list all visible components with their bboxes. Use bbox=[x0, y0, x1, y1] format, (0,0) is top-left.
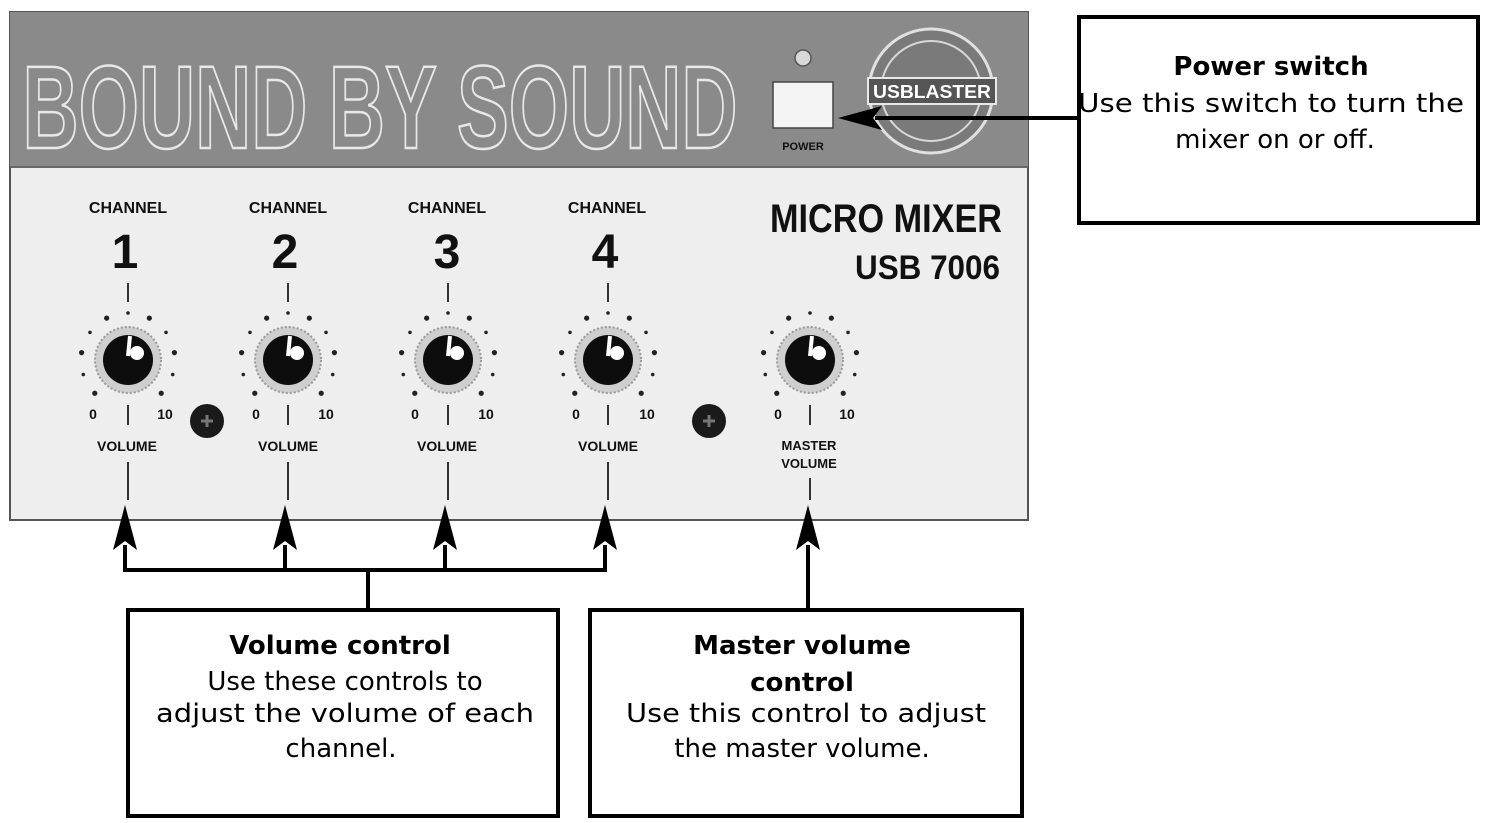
channel-1-volume-label: VOLUME bbox=[97, 438, 157, 454]
arrow-channel-4 bbox=[593, 505, 617, 550]
volume-callout-line-3: channel. bbox=[285, 734, 396, 764]
channel-4-scale-min: 0 bbox=[572, 406, 580, 422]
channel-4-volume-knob[interactable] bbox=[558, 311, 658, 396]
volume-connectors bbox=[123, 116, 1080, 610]
power-callout: Power switch Use this switch to turn the… bbox=[1077, 15, 1480, 225]
master-volume-label-line1: MASTER bbox=[782, 438, 838, 453]
svg-text:USBLASTER: USBLASTER bbox=[873, 82, 991, 102]
channel-3-volume-knob[interactable] bbox=[398, 311, 498, 396]
channel-2-volume-knob[interactable] bbox=[238, 311, 338, 396]
arrow-channel-3 bbox=[433, 505, 457, 550]
master-scale-min: 0 bbox=[774, 406, 782, 422]
power-label: POWER bbox=[782, 141, 824, 153]
channel-4-volume-label: VOLUME bbox=[578, 438, 638, 454]
usb-blaster-badge: USBLASTER bbox=[867, 27, 997, 155]
channel-4: CHANNEL 4 0 10 VOLUME bbox=[558, 200, 658, 500]
power-led bbox=[794, 49, 812, 67]
channel-1-scale-max: 10 bbox=[157, 406, 173, 422]
mixer-device: BOUND BY SOUND POWER USBLASTER MICRO MIX… bbox=[9, 11, 1029, 521]
panel-screw-right bbox=[692, 404, 726, 438]
channel-1: CHANNEL 1 0 10 VOLUME bbox=[78, 200, 178, 500]
volume-callout-line-2: adjust the volume of each bbox=[156, 699, 534, 729]
channel-1-number: 1 bbox=[112, 226, 139, 279]
arrowheads bbox=[113, 106, 882, 550]
volume-callout-line-1: Use these controls to bbox=[207, 667, 482, 697]
channel-4-scale-max: 10 bbox=[639, 406, 655, 422]
arrow-channel-1 bbox=[113, 505, 137, 550]
channel-2-volume-label: VOLUME bbox=[258, 438, 318, 454]
channel-1-scale-min: 0 bbox=[89, 406, 97, 422]
arrow-power bbox=[838, 106, 882, 130]
volume-callout: Volume control Use these controls to adj… bbox=[126, 608, 560, 818]
channel-3-caption: CHANNEL bbox=[408, 200, 486, 217]
master-volume-knob[interactable] bbox=[760, 311, 860, 396]
model-name: MICRO MIXER bbox=[770, 197, 1002, 241]
arrow-channel-2 bbox=[273, 505, 297, 550]
master-callout-title-line-1: Master volume bbox=[693, 631, 911, 661]
channel-2: CHANNEL 2 0 10 VOLUME bbox=[238, 200, 338, 500]
power-callout-line-1: Use this switch to turn the bbox=[1078, 89, 1464, 119]
channel-2-scale-max: 10 bbox=[318, 406, 334, 422]
power-callout-line-2: mixer on or off. bbox=[1175, 125, 1375, 155]
channel-3-scale-max: 10 bbox=[478, 406, 494, 422]
power-callout-title: Power switch bbox=[1173, 52, 1368, 82]
channel-4-number: 4 bbox=[592, 226, 619, 279]
arrow-master bbox=[796, 505, 820, 550]
channel-3-scale-min: 0 bbox=[411, 406, 419, 422]
master-channel: 0 10 MASTER VOLUME bbox=[760, 311, 860, 500]
channel-1-volume-knob[interactable] bbox=[78, 311, 178, 396]
volume-callout-title: Volume control bbox=[229, 631, 451, 661]
master-callout: Master volume control Use this control t… bbox=[588, 608, 1024, 818]
brand-logo: BOUND BY SOUND bbox=[23, 42, 738, 174]
channel-2-scale-min: 0 bbox=[252, 406, 260, 422]
channel-4-caption: CHANNEL bbox=[568, 200, 646, 217]
master-volume-label-line2: VOLUME bbox=[781, 456, 837, 471]
power-switch[interactable] bbox=[772, 81, 834, 129]
master-callout-title-line-2: control bbox=[750, 668, 854, 698]
model-number: USB 7006 bbox=[855, 249, 1000, 287]
channel-2-caption: CHANNEL bbox=[249, 200, 327, 217]
mixer-top-band bbox=[10, 12, 1028, 167]
channel-1-caption: CHANNEL bbox=[89, 200, 167, 217]
master-callout-line-2: the master volume. bbox=[674, 734, 929, 764]
channel-3: CHANNEL 3 0 10 VOLUME bbox=[398, 200, 498, 500]
channel-3-number: 3 bbox=[434, 226, 461, 279]
master-callout-line-1: Use this control to adjust bbox=[626, 699, 986, 729]
panel-screw-left bbox=[190, 404, 224, 438]
channel-2-number: 2 bbox=[272, 226, 299, 279]
channel-3-volume-label: VOLUME bbox=[417, 438, 477, 454]
master-scale-max: 10 bbox=[839, 406, 855, 422]
